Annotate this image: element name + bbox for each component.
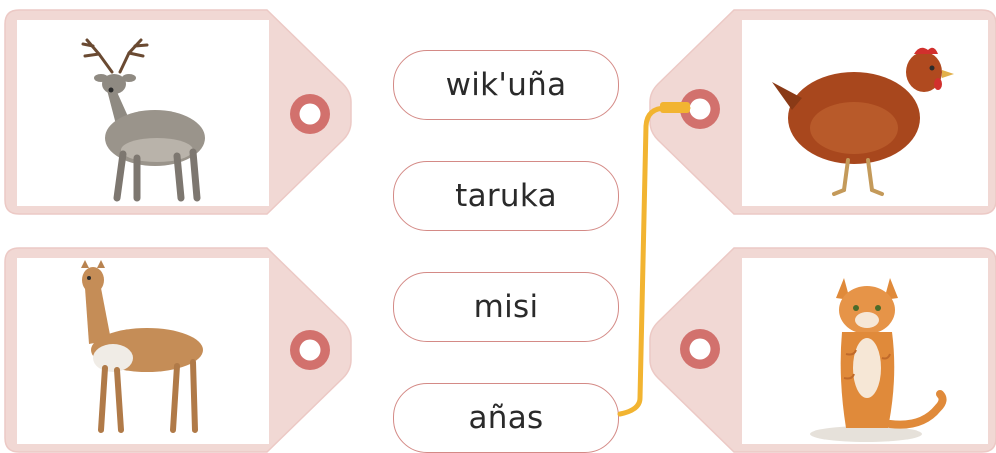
hen-image <box>742 20 988 206</box>
tag-card-cat[interactable] <box>646 247 996 453</box>
word-option-1[interactable]: wik'uña <box>393 50 619 120</box>
word-option-3[interactable]: misi <box>393 272 619 342</box>
tag-card-vicuna[interactable] <box>4 247 355 453</box>
word-option-2[interactable]: taruka <box>393 161 619 231</box>
deer-image <box>17 20 269 206</box>
word-option-4[interactable]: añas <box>393 383 619 453</box>
tag-card-deer[interactable] <box>4 9 355 215</box>
tag-card-hen[interactable] <box>646 9 996 215</box>
cat-image <box>742 258 988 444</box>
vicuna-image <box>17 258 269 444</box>
